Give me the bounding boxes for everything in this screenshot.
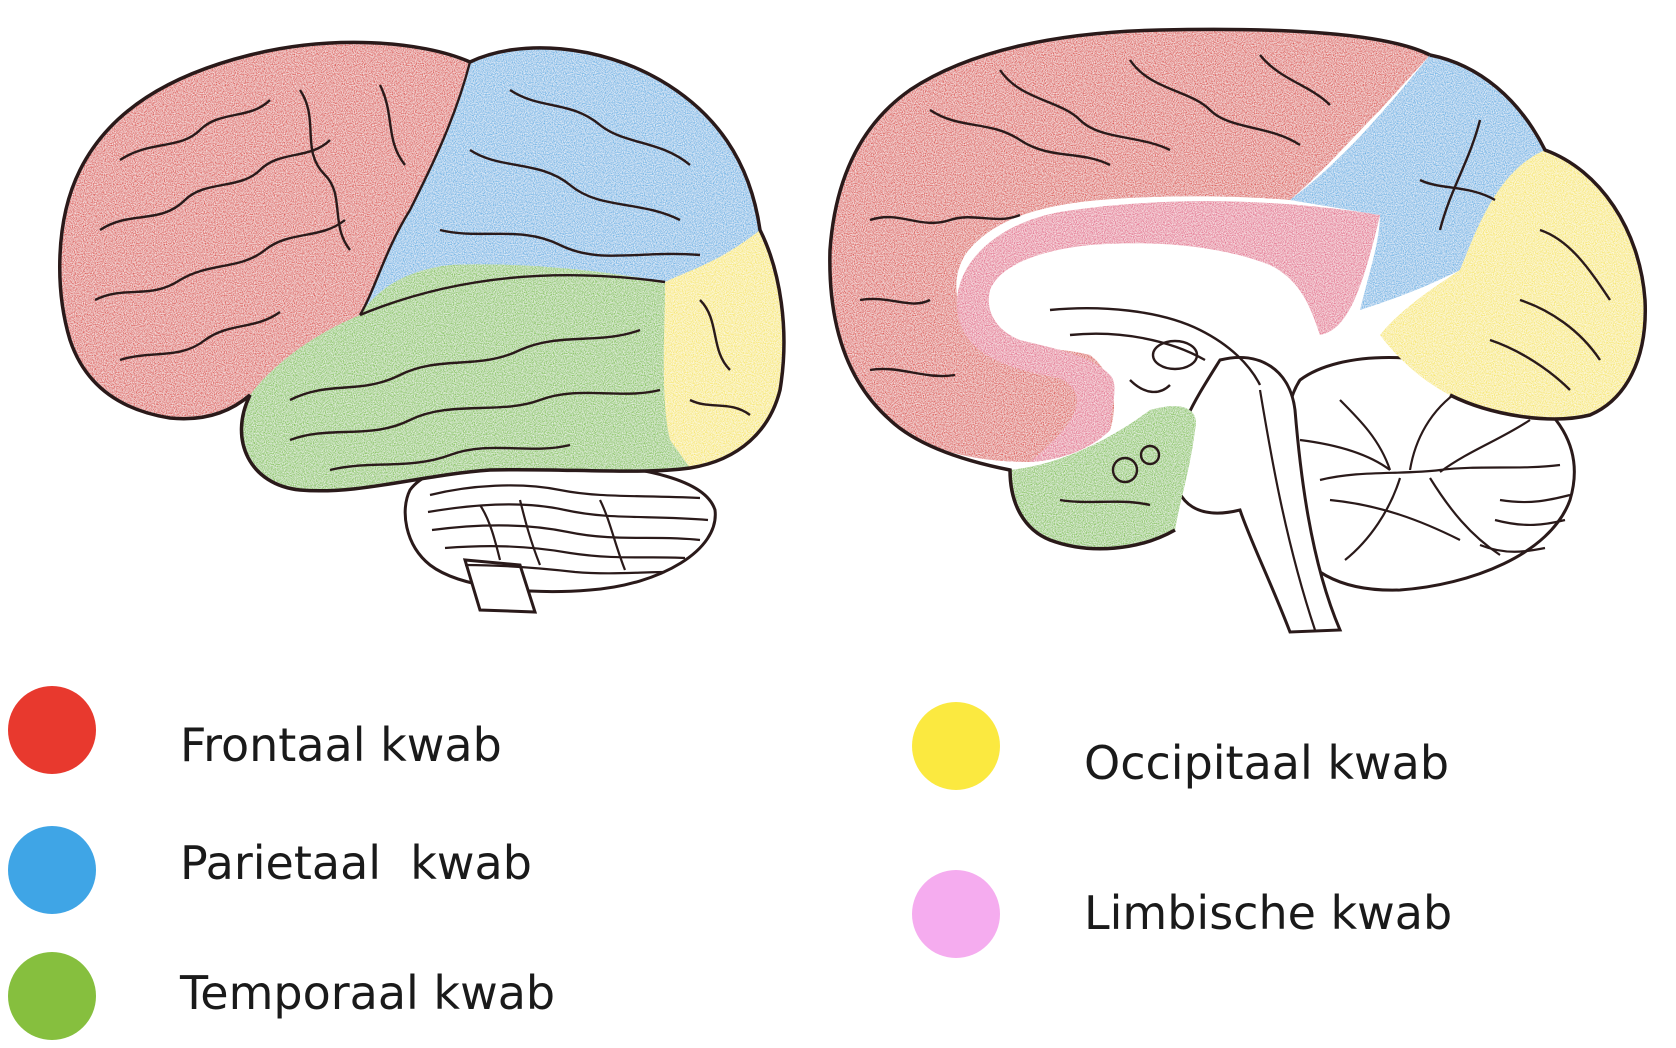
lateral-sulci bbox=[94, 61, 751, 472]
medial-occipital-lobe bbox=[1380, 150, 1646, 419]
lateral-cerebellum bbox=[403, 457, 717, 593]
brain-diagram bbox=[58, 27, 1647, 634]
lateral-outline bbox=[58, 40, 786, 493]
legend-label-limbische: Limbische kwab bbox=[1084, 886, 1453, 940]
medial-cerebellum-arbor bbox=[1299, 389, 1571, 561]
legend-label-frontaal: Frontaal kwab bbox=[180, 718, 502, 772]
legend-dot-limbische bbox=[912, 870, 1000, 958]
lateral-temporal-lobe bbox=[241, 264, 691, 491]
medial-parietal-lobe bbox=[1290, 55, 1545, 310]
lateral-brainstem bbox=[462, 558, 538, 614]
lateral-cerebellum-folia bbox=[427, 484, 709, 575]
brain-lateral-view bbox=[58, 40, 786, 614]
legend-label-occipitaal: Occipitaal kwab bbox=[1084, 736, 1450, 790]
medial-outline bbox=[828, 27, 1647, 551]
legend-label-temporaal: Temporaal kwab bbox=[180, 966, 556, 1020]
medial-frontal-lobe bbox=[829, 29, 1430, 463]
legend-label-parietaal: Parietaal kwab bbox=[180, 836, 532, 890]
legend-dot-parietaal bbox=[8, 826, 96, 914]
brain-medial-view bbox=[828, 27, 1647, 634]
medial-internal-structures bbox=[1049, 306, 1262, 484]
lateral-frontal-lobe bbox=[59, 42, 470, 419]
legend-dot-frontaal bbox=[8, 686, 96, 774]
medial-sulci bbox=[859, 54, 1611, 507]
lateral-parietal-lobe bbox=[360, 47, 760, 315]
medial-temporal-lobe bbox=[1010, 406, 1196, 549]
medial-spinal-line bbox=[1258, 389, 1317, 631]
legend-dot-occipitaal bbox=[912, 702, 1000, 790]
medial-limbic-lobe bbox=[956, 201, 1380, 462]
legend-dot-temporaal bbox=[8, 952, 96, 1040]
lateral-occipital-lobe bbox=[663, 230, 784, 468]
